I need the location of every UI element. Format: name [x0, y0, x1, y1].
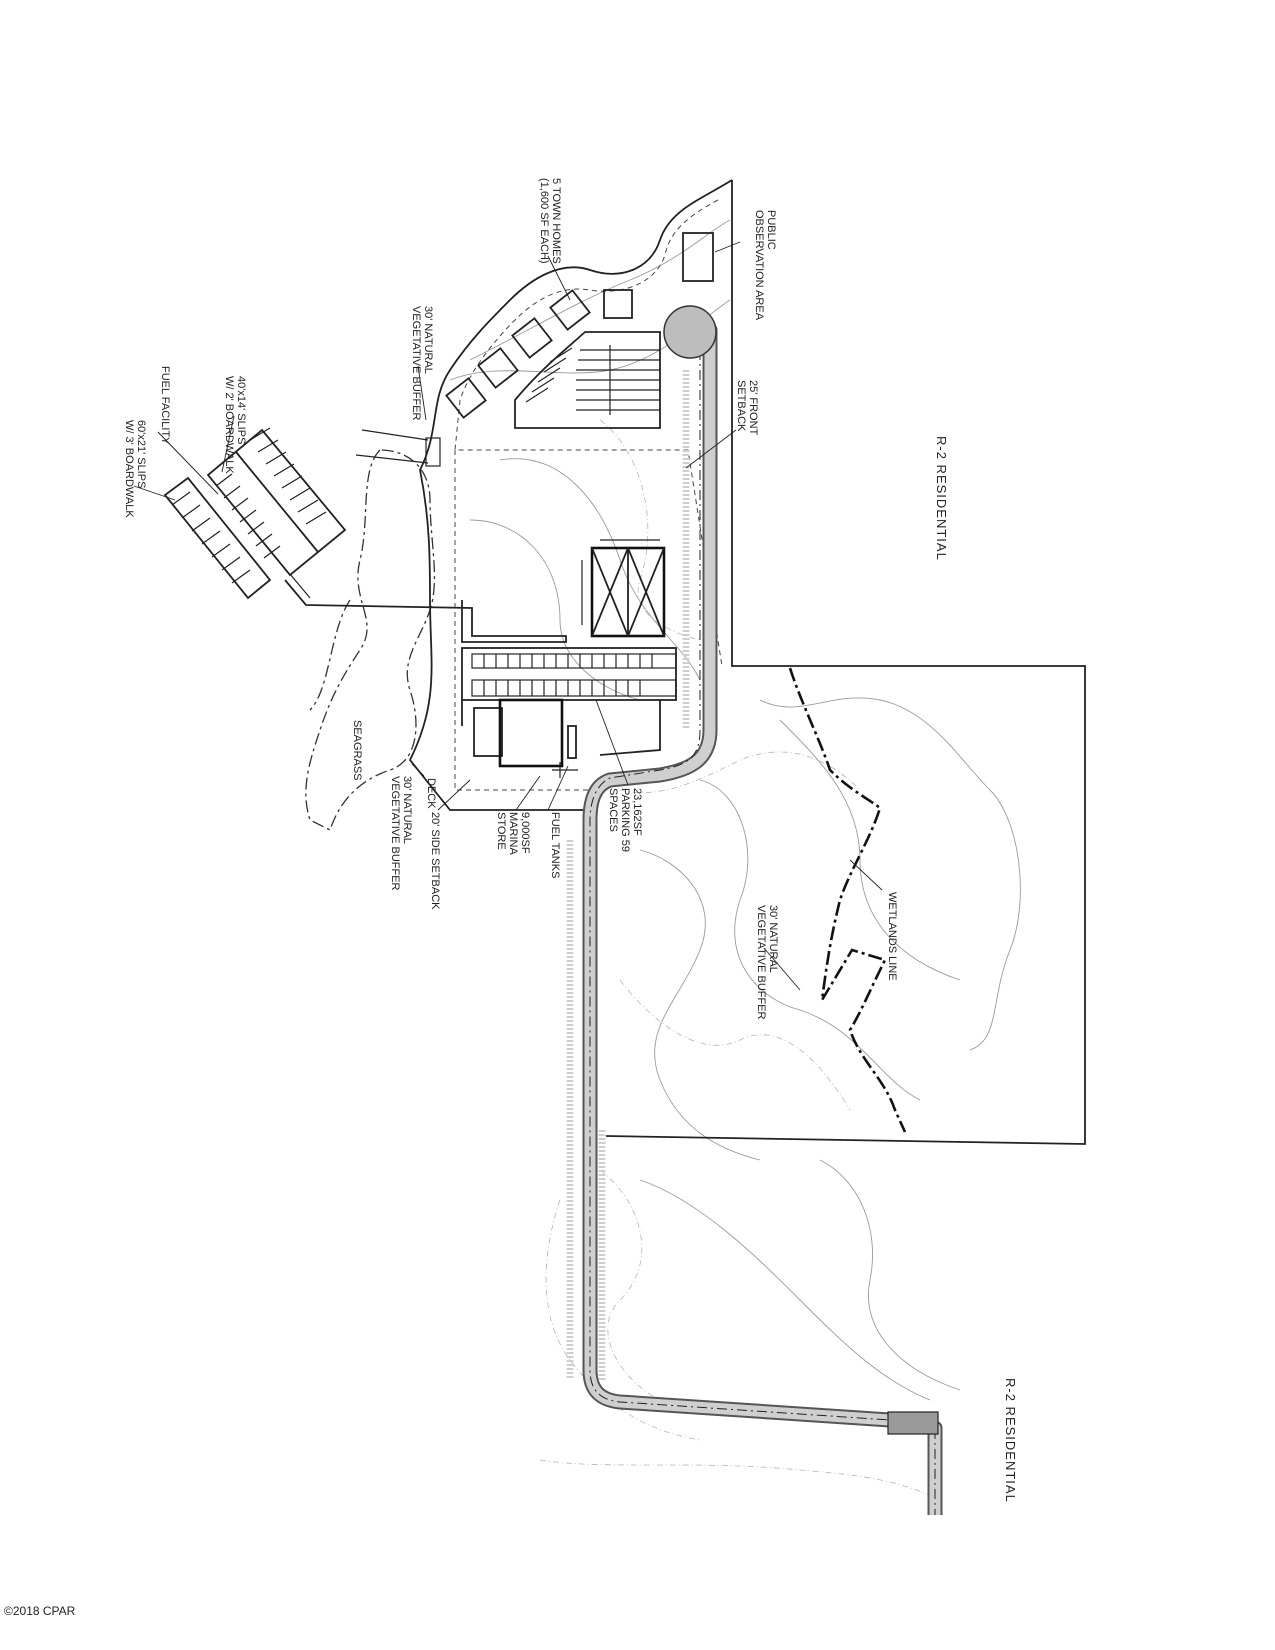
seagrass-area: [305, 449, 436, 831]
east-buffer-label: 30' NATURAL VEGETATIVE BUFFER: [755, 905, 779, 1020]
observation-area: [682, 232, 714, 282]
observation-area-label: PUBLIC OBSERVATION AREA: [753, 210, 777, 321]
docks: [163, 427, 567, 643]
north-buffer-label: 30' NATURAL VEGETATIVE BUFFER: [410, 306, 434, 421]
marina-store: [473, 698, 578, 778]
topographic-contours: [449, 219, 1021, 1501]
copyright-notice: ©2018 CPAR: [4, 1604, 76, 1618]
town-homes-label: 5 TOWN HOMES (1,600 SF EACH): [538, 178, 562, 267]
fuel-tanks-label: FUEL TANKS: [549, 812, 561, 878]
slips-40-label: 40'x14' SLIPS W/ 2' BOARDWALK: [223, 376, 247, 474]
wetlands-line: [788, 667, 907, 1133]
leader-lines: [133, 241, 883, 991]
south-buffer-label: 30' NATURAL VEGETATIVE BUFFER: [389, 776, 413, 891]
zone-label-top: R-2 RESIDENTIAL: [934, 436, 949, 561]
fuel-facility-label: FUEL FACILITY: [159, 366, 171, 445]
townhome-parking: [514, 331, 661, 429]
town-homes: [445, 289, 633, 419]
seagrass-label: SEAGRASS: [351, 720, 363, 781]
marina-store-label: 9,000SF MARINA STORE: [495, 812, 531, 857]
slips-60-label: 60'x21' SLIPS W/ 3' BOARDWALK: [123, 420, 147, 518]
boat-storage-building: [581, 539, 666, 638]
wetlands-line-label: WETLANDS LINE: [886, 892, 898, 981]
parking-label: 23,162SF PARKING 59 SPACES: [607, 788, 643, 855]
site-boundary: [408, 179, 1086, 1145]
zone-label-bottom: R-2 RESIDENTIAL: [1003, 1378, 1018, 1503]
marina-parking: [461, 647, 677, 756]
side-setback-label: 20' SIDE SETBACK: [429, 812, 441, 910]
deck-label: DECK: [425, 778, 437, 809]
front-setback-label: 25' FRONT SETBACK: [735, 380, 759, 438]
access-road: [566, 305, 943, 1515]
drawing-labels: R-2 RESIDENTIAL R-2 RESIDENTIAL PUBLIC O…: [123, 178, 1018, 1503]
